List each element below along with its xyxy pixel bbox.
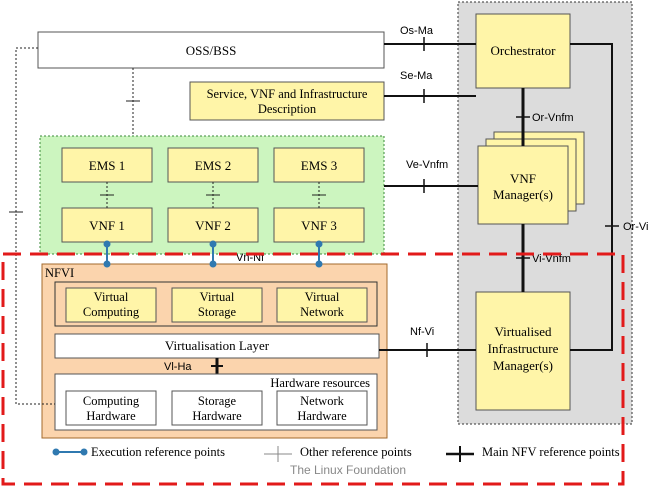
ems-3-label: EMS 3 (301, 158, 337, 173)
nfvi-boundary (1, 252, 625, 486)
storage-hardware-line2: Hardware (192, 409, 242, 423)
vnf-manager-line2: Manager(s) (493, 187, 553, 202)
vim-line1: Virtualised (495, 324, 552, 339)
nf-vi-label: Nf-Vi (410, 326, 434, 338)
virtual-network-line1: Virtual (305, 290, 340, 304)
vi-vnfm-label: Vi-Vnfm (532, 253, 571, 265)
watermark: The Linux Foundation (290, 463, 406, 477)
virtual-storage-line1: Virtual (200, 290, 235, 304)
vim-line3: Manager(s) (493, 358, 553, 373)
legend-other-label: Other reference points (300, 445, 412, 459)
virtual-network-line2: Network (300, 305, 344, 319)
virtualisation-layer-label: Virtualisation Layer (165, 338, 270, 353)
vl-ha-label: Vl-Ha (164, 361, 192, 373)
ems-vnf-links (100, 182, 326, 208)
network-hardware-line2: Hardware (297, 409, 347, 423)
hardware-resources-title: Hardware resources (270, 376, 370, 390)
virtual-storage-line2: Storage (198, 305, 237, 319)
ems-3-box (273, 147, 365, 183)
or-vi-label: Or-Vi (623, 221, 648, 233)
legend: Execution reference points Other referen… (52, 445, 620, 477)
virtual-network-box (276, 287, 368, 323)
vnf-2-label: VNF 2 (195, 218, 231, 233)
legend-execution-dot-right (80, 448, 88, 456)
ems-2-label: EMS 2 (195, 158, 231, 173)
or-vi-link (570, 43, 613, 351)
vnf-1-box (61, 207, 153, 243)
virtual-storage-box (171, 287, 263, 323)
ve-vnfm-label: Ve-Vnfm (406, 159, 448, 171)
vnf-1-label: VNF 1 (89, 218, 125, 233)
virtual-computing-line2: Computing (83, 305, 140, 319)
legend-execution-dot-left (52, 448, 60, 456)
network-hardware-box (276, 390, 368, 426)
oss-bss-box (37, 31, 385, 69)
orchestrator-box (475, 13, 571, 89)
vnf-2-box (167, 207, 259, 243)
network-hardware-line1: Network (300, 394, 344, 408)
ems-1-label: EMS 1 (89, 158, 125, 173)
os-ma-label: Os-Ma (400, 25, 434, 37)
orchestrator-label: Orchestrator (491, 43, 557, 58)
vnf-3-label: VNF 3 (301, 218, 337, 233)
legend-main-label: Main NFV reference points (482, 445, 620, 459)
storage-hardware-box (171, 390, 263, 426)
vim-line2: Infrastructure (488, 341, 559, 356)
service-description-line2: Description (258, 102, 317, 116)
se-ma-label: Se-Ma (400, 70, 433, 82)
execution-reference-points (103, 240, 323, 268)
vim-box (475, 291, 571, 411)
ems-1-box (61, 147, 153, 183)
vnf-manager-line1: VNF (510, 171, 536, 186)
legend-execution-label: Execution reference points (91, 445, 225, 459)
nfvi-label: NFVI (45, 266, 74, 280)
or-vnfm-label: Or-Vnfm (532, 112, 574, 124)
virtual-computing-box (65, 287, 157, 323)
virtual-computing-line1: Virtual (94, 290, 129, 304)
service-description-line1: Service, VNF and Infrastructure (207, 87, 368, 101)
ems-2-box (167, 147, 259, 183)
computing-hardware-line2: Hardware (86, 409, 136, 423)
storage-hardware-line1: Storage (198, 394, 237, 408)
virtualisation-layer-box (54, 333, 380, 359)
oss-nfvi-link (15, 47, 55, 405)
computing-hardware-line1: Computing (83, 394, 140, 408)
computing-hardware-box (65, 390, 157, 426)
service-description-box (189, 81, 385, 121)
oss-bss-label: OSS/BSS (186, 43, 237, 58)
